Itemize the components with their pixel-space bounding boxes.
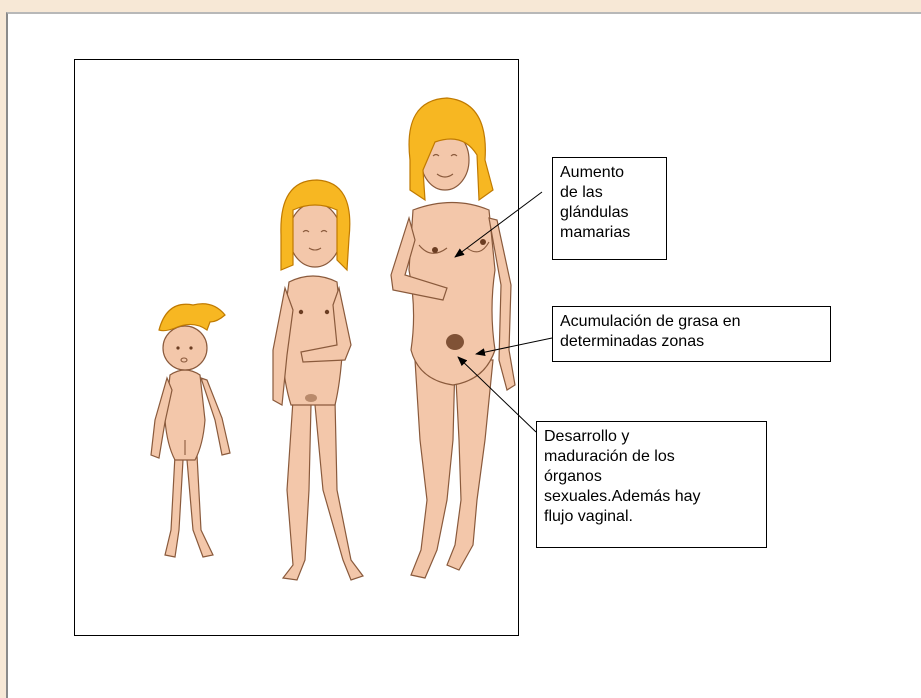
development-illustration: .skin { fill:#f3c7aa; stroke:#8a5a3c; st… [150,97,516,581]
woman-figure [390,97,516,579]
child-figure [150,303,231,558]
illustration-frame: .skin { fill:#f3c7aa; stroke:#8a5a3c; st… [74,59,519,636]
label-fat-accumulation: Acumulación de grasa en determinadas zon… [552,306,831,362]
girl-figure [272,179,364,581]
label-sexual-organs: Desarrollo y maduración de los órganos s… [536,421,767,548]
label-mammary-glands: Aumento de las glándulas mamarias [552,157,667,260]
